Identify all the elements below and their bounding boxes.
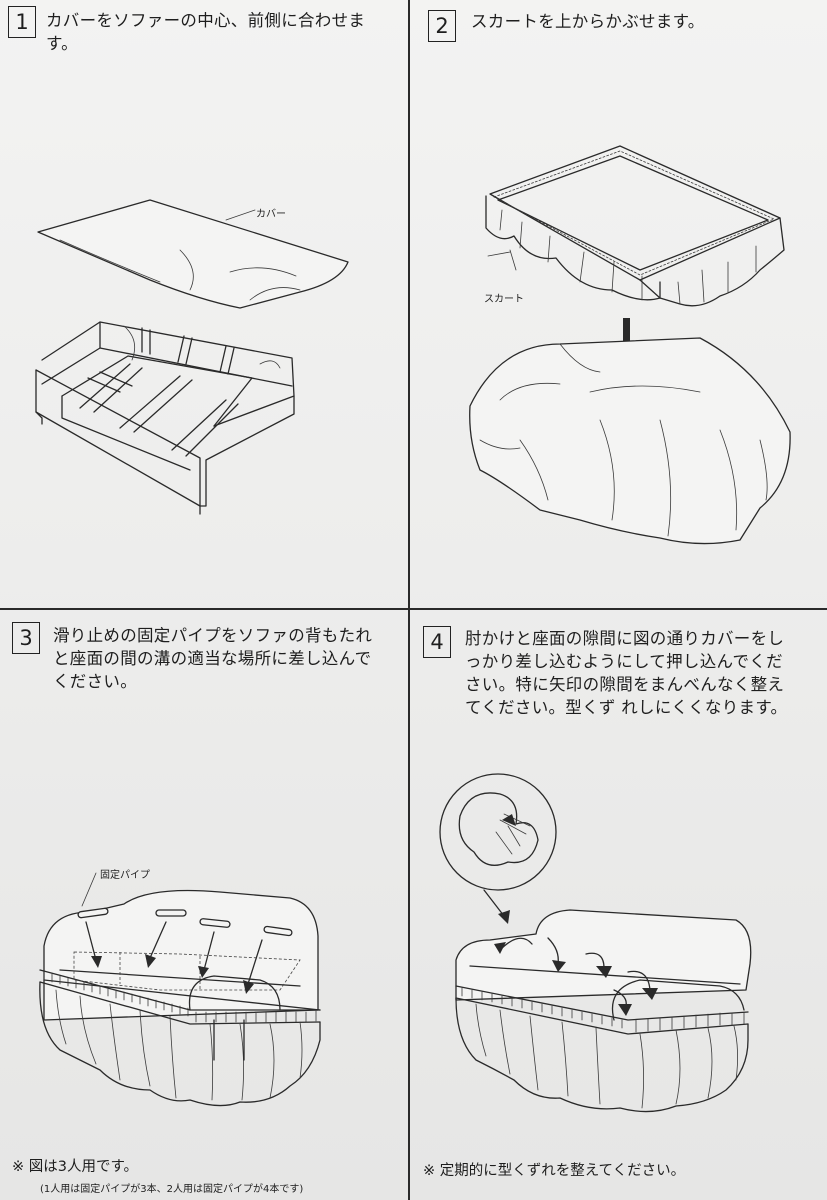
step-1-number: 1 [8,6,36,38]
note-pipe-count: (1人用は固定パイプが3本、2人用は固定パイプが4本です) [40,1184,304,1195]
fixing-pipe-label: 固定パイプ [100,870,150,881]
vertical-divider [408,0,410,1200]
step-3-illustration [39,872,321,1107]
step-2-text: スカートを上からかぶせます。 [471,12,705,31]
step-4-number: 4 [423,626,451,658]
note-three-seater: ※ 図は3人用です。 [12,1159,139,1175]
step-2-illustration [469,145,791,545]
cover-label: カバー [256,209,286,220]
note-maintenance: ※ 定期的に型くずれを整えてください。 [423,1163,686,1179]
step-3-text: 滑り止めの固定パイプをソファの背もたれと座面の間の溝の適当な場所に差し込んでくだ… [53,626,373,691]
step-4-text: 肘かけと座面の隙間に図の通りカバーをしっかり差し込むようにして押し込んでください… [465,629,788,717]
step-1-illustration [35,199,349,515]
step-3-number: 3 [12,622,40,654]
step-1-text: カバーをソファーの中心、前側に合わせます。 [46,11,366,53]
skirt-label: スカート [484,294,524,305]
step-2-number: 2 [428,10,456,42]
horizontal-divider [0,608,827,610]
